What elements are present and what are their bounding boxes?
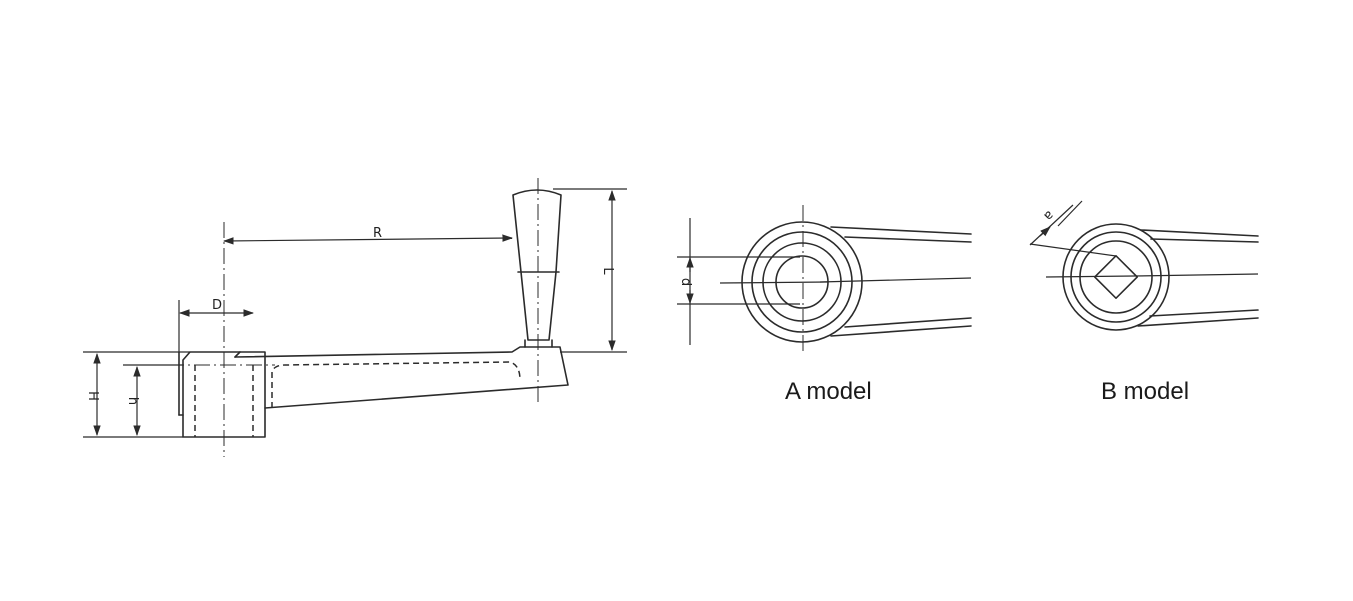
arm-outline — [234, 346, 569, 409]
handle-grip — [512, 189, 562, 341]
h-lower-label: h — [125, 397, 140, 405]
a-model-caption: A model — [785, 378, 872, 405]
b-model-caption: B model — [1101, 378, 1189, 405]
a-model-view: d A model — [677, 205, 972, 405]
arm-hidden-line — [271, 361, 521, 408]
a-label: a — [1040, 207, 1056, 223]
h-upper-label: H — [85, 391, 100, 401]
hub-outline — [182, 351, 266, 438]
a-dimension-line — [1029, 204, 1074, 246]
side-view: R D L H h — [83, 178, 627, 457]
r-dimension-line — [222, 234, 514, 245]
d-lower-label: d — [678, 278, 693, 286]
b-square-bore — [1093, 254, 1139, 300]
d-upper-label: D — [212, 298, 222, 313]
b-model-view: a B model — [1029, 200, 1259, 405]
l-label: L — [600, 267, 615, 275]
r-label: R — [373, 226, 382, 241]
